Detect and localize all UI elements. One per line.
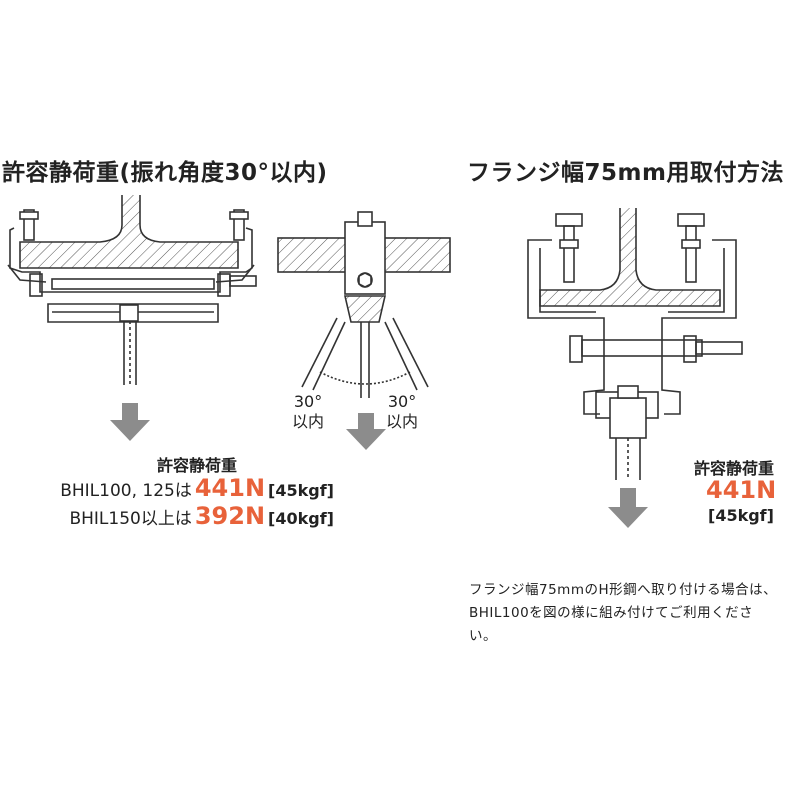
angle-left-degrees: 30° xyxy=(293,392,323,411)
right-load-kgf: [45kgf] xyxy=(708,506,774,525)
angle-left-limit: 以内 xyxy=(292,412,325,431)
load-row-model: BHIL100, 125は xyxy=(60,481,192,501)
right-title: フランジ幅75mm用取付方法 xyxy=(467,160,784,186)
angle-right-limit: 以内 xyxy=(386,412,419,431)
left-load-table: BHIL100, 125は 441N [45kgf] BHIL150以上は 39… xyxy=(24,474,334,530)
mounting-note: フランジ幅75mmのH形鋼へ取り付ける場合は、BHIL100を図の様に組み付けて… xyxy=(469,582,778,644)
angle-right-label: 30° 以内 xyxy=(386,392,418,432)
load-row-bhil150: BHIL150以上は 392N [40kgf] xyxy=(24,502,334,530)
angle-right-degrees: 30° xyxy=(387,392,417,411)
load-row-bhil100: BHIL100, 125は 441N [45kgf] xyxy=(24,474,334,502)
load-row-value: 392N xyxy=(194,502,266,530)
angle-left-label: 30° 以内 xyxy=(292,392,324,432)
load-row-kgf: [45kgf] xyxy=(268,481,334,500)
right-load-value: 441N xyxy=(706,476,777,504)
load-row-value: 441N xyxy=(194,474,266,502)
left-title: 許容静荷重(振れ角度30°以内) xyxy=(2,160,328,186)
left-load-heading: 許容静荷重 xyxy=(157,456,238,475)
load-row-model: BHIL150以上は xyxy=(69,509,192,529)
load-row-kgf: [40kgf] xyxy=(268,509,334,528)
right-load-heading: 許容静荷重 xyxy=(694,459,775,478)
